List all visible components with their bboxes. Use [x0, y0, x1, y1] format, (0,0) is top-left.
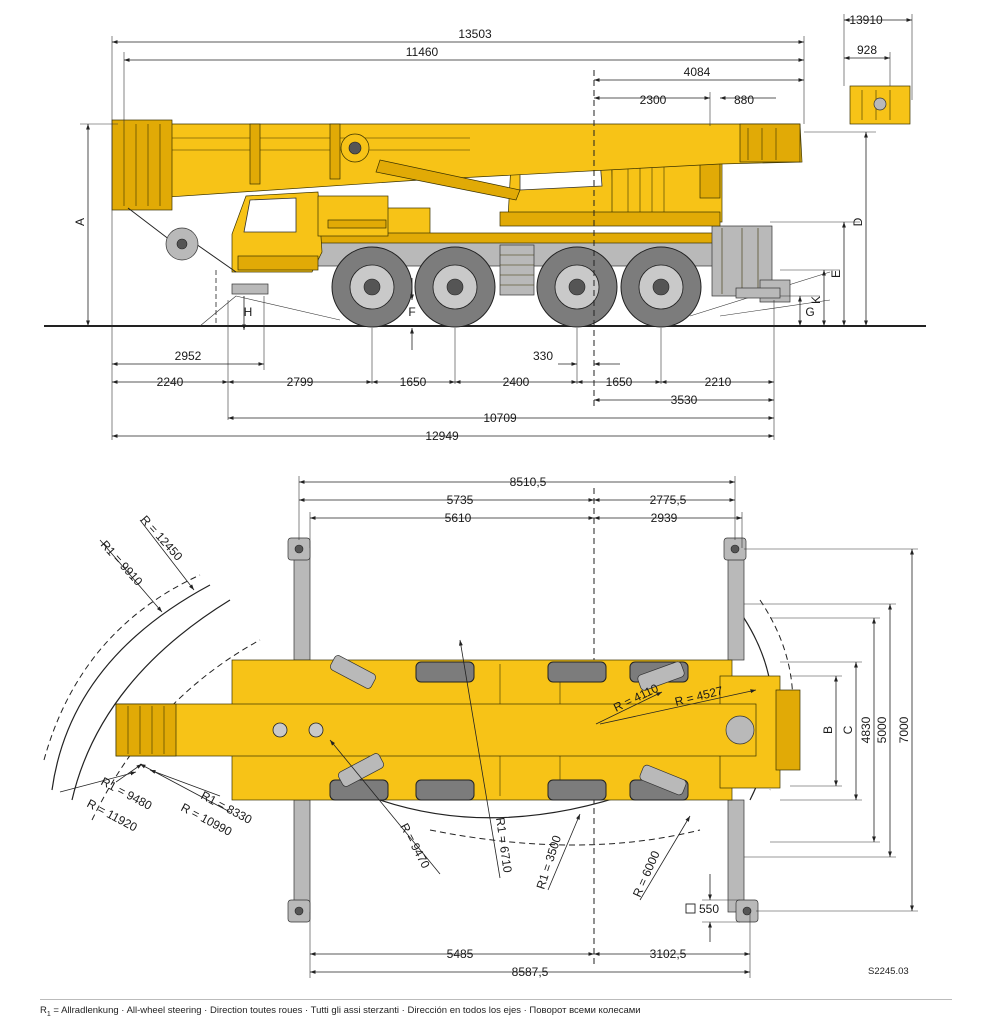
wheel-axle-4 [620, 246, 702, 328]
top-view-top-dimensions: 8510,5 5735 2775,5 5610 2939 [299, 475, 742, 525]
dim-2775-5: 2775,5 [650, 493, 687, 507]
dim-3102-5: 3102,5 [650, 947, 687, 961]
radius-9910: R1 = 9910 [98, 538, 146, 589]
wheel-axle-2 [414, 246, 496, 328]
dim-2240: 2240 [157, 375, 184, 389]
top-view: R = 12450 R1 = 9910 R1 = 9480 R = 11920 … [43, 475, 918, 979]
figure-code: S2245.03 [868, 966, 909, 977]
pad-square-symbol [685, 903, 696, 914]
dim-F: F [408, 305, 415, 319]
radius-9470: R = 9470 [397, 821, 433, 871]
dim-E: E [829, 270, 843, 278]
rear-outrigger-pad [231, 283, 269, 295]
radius-6710: R1 = 6710 [493, 816, 515, 873]
dim-C: C [841, 725, 855, 734]
radius-6000: R = 6000 [630, 848, 663, 899]
dim-13503: 13503 [458, 27, 492, 41]
boom-top [115, 703, 757, 757]
top-view-right-dimensions: 7000 5000 4830 C B [821, 549, 914, 911]
wheel-axle-3 [536, 246, 618, 328]
front-outrigger-pad [735, 287, 781, 299]
driver-cab [231, 191, 389, 273]
wheels [331, 246, 702, 328]
tires-top [329, 655, 689, 801]
side-view: 13503 11460 4084 2300 880 13910 928 A D … [44, 13, 926, 443]
dim-5610: 5610 [445, 511, 472, 525]
dim-880: 880 [734, 93, 754, 107]
dim-5735: 5735 [447, 493, 474, 507]
side-vertical-dimensions: A D E K G H F [73, 124, 868, 350]
telescopic-boom [111, 119, 803, 273]
dim-10709: 10709 [483, 411, 517, 425]
footer-subscript: 1 [46, 1010, 51, 1018]
dim-H: H [244, 305, 253, 319]
dim-11460: 11460 [406, 45, 439, 59]
dim-1650-a: 1650 [400, 375, 427, 389]
footer-legend: R1 = Allradlenkung · All-wheel steering … [40, 999, 952, 1021]
pad-550-dimension: 550 [685, 874, 740, 942]
dim-2400: 2400 [503, 375, 530, 389]
side-top-dimensions: 13503 11460 4084 2300 880 13910 928 [112, 13, 912, 107]
top-view-bottom-dimensions: 5485 3102,5 8587,5 [310, 947, 750, 979]
dim-A: A [73, 218, 87, 226]
dim-7000: 7000 [897, 716, 911, 743]
dim-2210: 2210 [705, 375, 732, 389]
dim-2939: 2939 [651, 511, 678, 525]
dim-K: K [809, 296, 823, 304]
dim-1650-b: 1650 [606, 375, 633, 389]
boom-head-detail [849, 85, 911, 125]
dim-13910: 13910 [849, 13, 883, 27]
dim-5485: 5485 [447, 947, 474, 961]
dim-550: 550 [699, 902, 719, 916]
radius-leader-lines [59, 519, 757, 901]
side-extension-lines [80, 14, 913, 440]
dim-4084: 4084 [684, 65, 711, 79]
dim-8510-5: 8510,5 [510, 475, 547, 489]
dim-5000: 5000 [875, 716, 889, 743]
dim-4830: 4830 [859, 716, 873, 743]
radius-12450: R = 12450 [138, 513, 186, 564]
footer-text: = Allradlenkung · All-wheel steering · D… [50, 1005, 641, 1016]
dim-8587-5: 8587,5 [512, 965, 549, 979]
dim-928: 928 [857, 43, 877, 57]
dim-B: B [821, 726, 835, 734]
dim-3530: 3530 [671, 393, 698, 407]
dim-D: D [851, 217, 865, 226]
dim-12949: 12949 [425, 429, 459, 443]
dim-G: G [805, 305, 814, 319]
dim-2799: 2799 [287, 375, 314, 389]
side-bottom-dimensions: 2952 330 2240 2799 1650 2400 1650 2210 3… [112, 349, 774, 443]
dim-330: 330 [533, 349, 553, 363]
dim-2952: 2952 [175, 349, 202, 363]
footer-symbol: R [40, 1005, 47, 1016]
wheel-axle-1 [331, 246, 413, 328]
dim-2300: 2300 [640, 93, 667, 107]
